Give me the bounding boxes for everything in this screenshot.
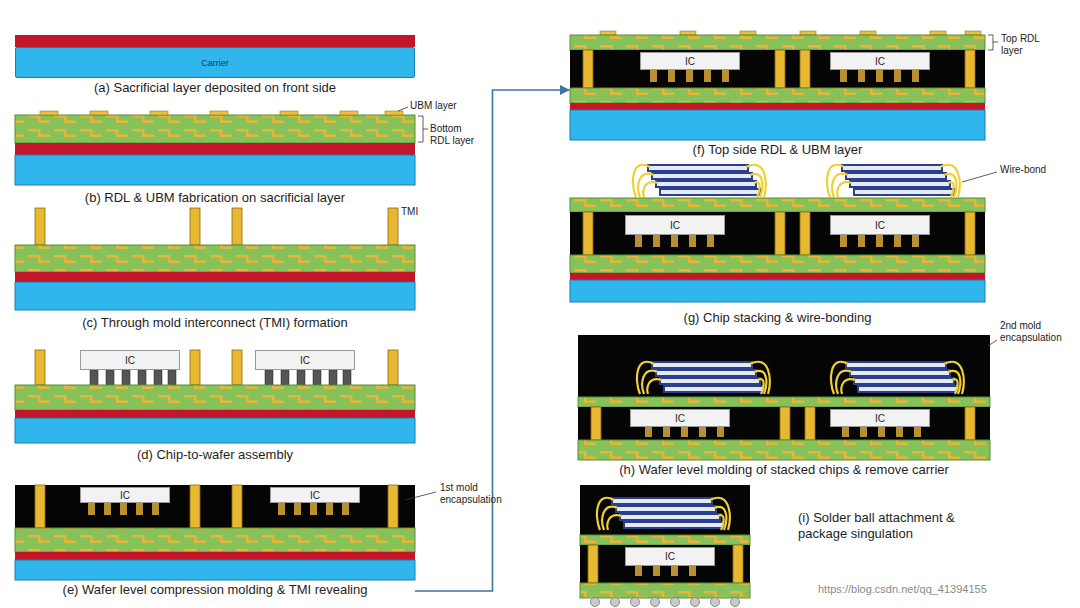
ic-label: IC [310,490,320,501]
step-caption: (b) RDL & UBM fabrication on sacrificial… [15,190,415,206]
step-caption: (e) Wafer level compression molding & TM… [15,582,415,598]
step-i-layers [580,485,750,607]
carrier-label: Carrier [201,58,229,68]
carrier-band: Carrier [15,47,415,78]
step-d-layers [15,350,415,443]
ic-label: IC [875,56,885,67]
process-step-panel: (e) Wafer level compression molding & TM… [15,478,415,600]
ic-die: IC [625,215,725,235]
step-g-layers [570,165,997,302]
ic-die: IC [630,409,730,427]
callout-label: 2nd mold encapsulation [1000,320,1076,344]
step-b-layers [15,107,428,185]
callout-label: Top RDL layer [1001,33,1045,57]
step-caption: (i) Solder ball attachment & package sin… [798,510,988,542]
watermark: https://blog.csdn.net/qq_41394155 [818,583,1018,595]
ic-die: IC [830,52,930,70]
step-f-layers [570,31,998,140]
process-step-panel: (g) Chip stacking & wire-bonding IC IC [570,162,985,328]
ic-label: IC [675,413,685,424]
callout-label: TMI [401,206,431,218]
step-e-layers [15,485,436,580]
process-step-panel: (d) Chip-to-wafer assembly IC IC [15,340,415,465]
process-step-panel: (h) Wafer level molding of stacked chips… [578,332,990,480]
ic-die: IC [270,487,360,503]
step-c-layers [15,208,415,310]
step-caption: (a) Sacrificial layer deposited on front… [15,80,415,96]
process-step-panel: (b) RDL & UBM fabrication on sacrificial… [15,105,415,208]
ic-die: IC [80,487,170,503]
ic-die: IC [640,52,740,70]
ic-label: IC [300,355,310,366]
step-caption: (d) Chip-to-wafer assembly [15,447,415,463]
ic-label: IC [665,551,675,562]
callout-label: Wire-bond [1000,164,1070,176]
ic-die: IC [625,547,715,566]
ic-label: IC [685,56,695,67]
callout-label: UBM layer [410,100,480,112]
ic-die: IC [830,215,930,235]
step-caption: (c) Through mold interconnect (TMI) form… [15,315,415,331]
ic-label: IC [875,220,885,231]
step-caption: (h) Wafer level molding of stacked chips… [578,462,990,478]
ic-die: IC [255,350,355,370]
step-caption: (g) Chip stacking & wire-bonding [570,310,985,326]
process-step-panel: (c) Through mold interconnect (TMI) form… [15,205,415,333]
step-caption: (f) Top side RDL & UBM layer [570,142,985,158]
ic-label: IC [670,220,680,231]
ic-die: IC [830,409,930,427]
ic-label: IC [120,490,130,501]
ic-label: IC [125,355,135,366]
step-h-layers [578,335,997,460]
ic-die: IC [80,350,180,370]
step-a-layers [15,35,415,47]
callout-label: Bottom RDL layer [430,123,484,147]
callout-label: 1st mold encapsulation [440,482,512,506]
flow-arrow [415,90,569,591]
ic-label: IC [875,413,885,424]
process-step-panel: (a) Sacrificial layer deposited on front… [15,30,415,98]
process-step-panel: (f) Top side RDL & UBM layer IC IC [570,30,985,160]
process-step-panel: (i) Solder ball attachment & package sin… [580,482,990,582]
